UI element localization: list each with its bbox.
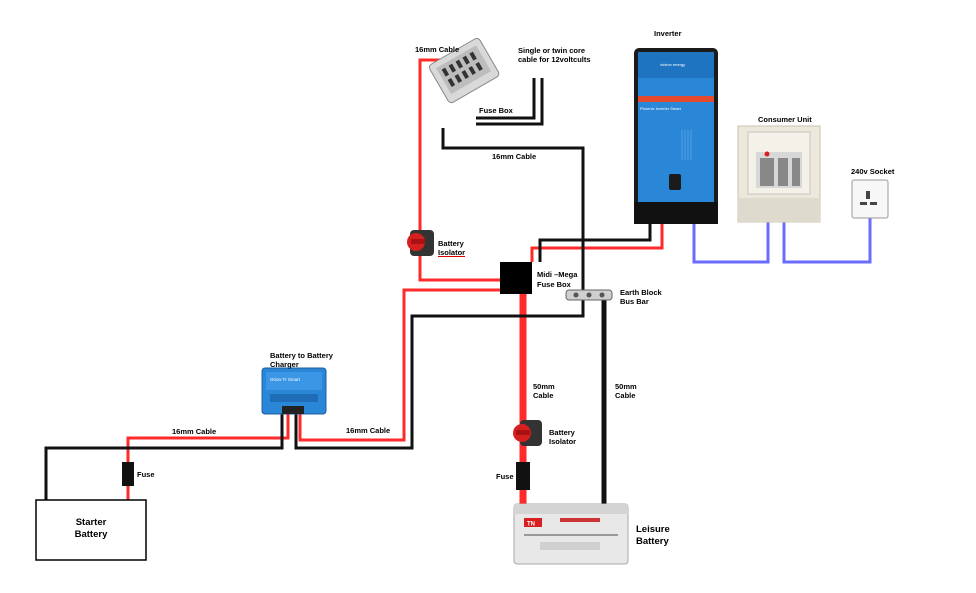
label-earth-block-1: Earth Block: [620, 288, 662, 297]
label-cable-16-mid: 16mm Cable: [492, 152, 537, 161]
wire-twin-core-a: [476, 78, 536, 120]
b2b-charger: Orion-Tr Smart: [261, 367, 327, 415]
wire-inverter-ac: [692, 222, 770, 264]
label-fuse-box: Fuse Box: [479, 106, 513, 115]
label-cable-16-top: 16mm Cable: [415, 45, 460, 54]
label-cable-16-right: 16mm Cable: [346, 426, 391, 435]
wire-earth-to-b2b: [294, 300, 585, 450]
wire-isolator-to-midi: [418, 60, 500, 282]
starter-battery: [35, 499, 147, 561]
inverter-model-text: Phoenix Inverter Smart: [640, 106, 682, 111]
wire-midi-to-b2b: [298, 288, 500, 442]
label-b2b-2: Charger: [270, 360, 299, 369]
earth-bus-bar: [565, 289, 613, 301]
ac-wires: [692, 218, 872, 264]
label-starter-2: Battery: [74, 529, 108, 540]
label-cable-16-left: 16mm Cable: [172, 427, 217, 436]
leisure-battery: TN: [513, 503, 629, 565]
b2b-brand-text: Orion-Tr Smart: [270, 377, 301, 382]
label-battery-isolator-top-2: Isolator: [438, 248, 466, 257]
label-cable-50-left-2: Cable: [533, 391, 554, 400]
socket-240v: [851, 179, 889, 219]
wire-twin-core-b: [476, 78, 544, 126]
battery-isolator-bottom: [513, 420, 542, 446]
label-b2b-1: Battery to Battery: [270, 351, 333, 360]
label-consumer-unit: Consumer Unit: [758, 115, 812, 124]
label-fuse-bottom: Fuse: [496, 472, 514, 481]
midi-mega-fuse-box: [500, 262, 532, 294]
label-starter-1: Starter: [75, 517, 107, 528]
wire-cu-to-socket: [782, 218, 872, 264]
label-fuse-left: Fuse: [137, 470, 155, 479]
wire-b2b-to-starter-neg: [44, 412, 284, 500]
wire-b2b-to-starter: [126, 412, 290, 500]
starter-fuse: [122, 462, 134, 486]
wire-inverter-negative: [538, 215, 652, 262]
consumer-unit: [737, 125, 821, 223]
label-leisure-2: Battery: [636, 536, 669, 547]
label-battery-isolator-top-1: Battery: [438, 239, 464, 248]
label-midi-mega-2: Fuse Box: [537, 280, 571, 289]
label-battery-isolator-bottom-1: Battery: [549, 428, 575, 437]
leisure-fuse: [516, 462, 530, 490]
inverter-brand-text: victron energy: [660, 62, 685, 67]
label-inverter: Inverter: [654, 29, 682, 38]
label-battery-isolator-bottom-2: Isolator: [549, 437, 577, 446]
negative-wires: [44, 78, 652, 508]
label-240v-socket: 240v Socket: [851, 167, 895, 176]
fuse-box: [428, 37, 500, 104]
label-cable-50-left-1: 50mm: [533, 382, 555, 391]
inverter: victron energy Phoenix Inverter Smart: [634, 48, 718, 224]
label-cable-50-right-1: 50mm: [615, 382, 637, 391]
label-earth-block-2: Bus Bar: [620, 297, 649, 306]
wire-fusebox-negative: [441, 128, 585, 300]
battery-brand-text: TN: [527, 522, 535, 528]
label-leisure-1: Leisure: [636, 524, 670, 535]
label-single-twin-core: Single or twin core cable for 12voltcult…: [518, 46, 591, 64]
label-cable-50-right-2: Cable: [615, 391, 636, 400]
wire-inverter-positive: [530, 215, 664, 262]
battery-isolator-top: [407, 230, 434, 256]
label-midi-mega-1: Midi –Mega: [537, 270, 578, 279]
